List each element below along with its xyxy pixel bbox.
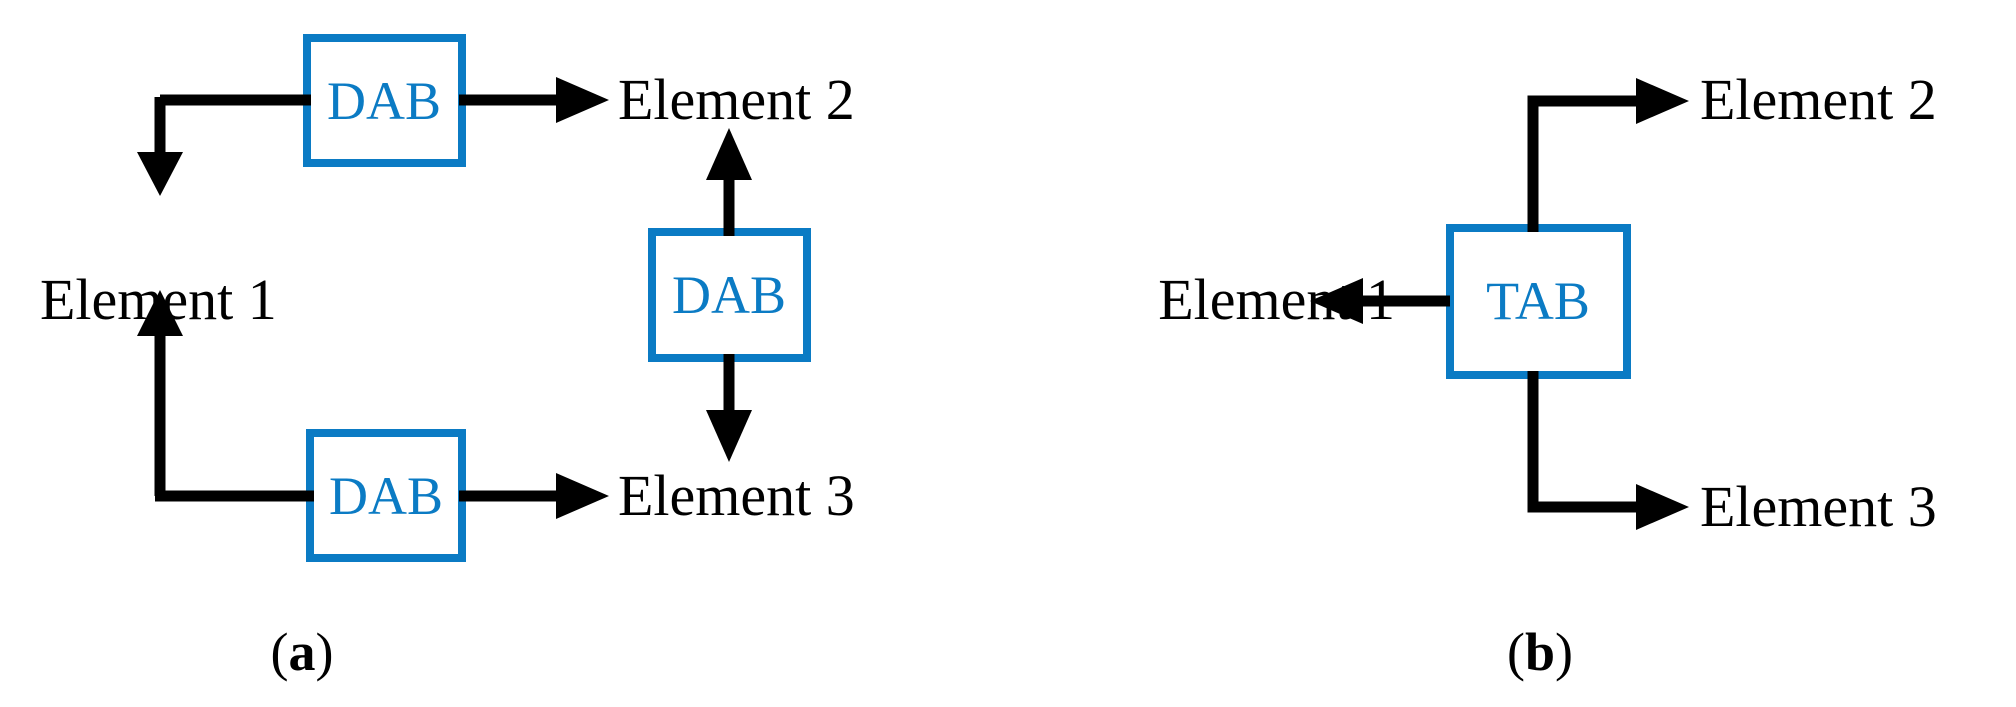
panel-a-element-3-label: Element 3 [618,463,855,528]
tab-box [1446,224,1631,379]
connector-bus-down-to-element1 [137,97,183,196]
panel-a-element-2-label: Element 2 [618,67,855,132]
panel-b-element-1-label: Element 1 [1158,267,1395,332]
dab-box-bottom [306,429,466,562]
connector-tab-to-element3 [1527,371,1689,530]
panel-a-element-1-label: Element 1 [40,267,277,332]
panel-b-caption-paren-close: ) [1555,622,1574,682]
panel-b-caption-paren-open: ( [1506,622,1525,682]
panel-a-caption-paren-close: ) [315,622,334,682]
panel-b-element-3-label: Element 3 [1700,474,1937,539]
connector-dab-middle-to-element2 [706,128,752,236]
panel-b-element-2-label: Element 2 [1700,67,1937,132]
tab-label: TAB [1486,271,1590,331]
connector-dab-top-to-element2 [459,77,609,123]
panel-a-caption-letter: a [288,622,316,682]
connector-bus-up-to-element1 [137,290,183,390]
dab-middle-label: DAB [671,265,787,325]
panel-b-caption: (b) [1507,625,1573,679]
connector-tab-to-element1 [1310,278,1450,324]
connector-dab-bottom-to-element3 [459,473,609,519]
panel-b-caption-letter: b [1524,622,1556,682]
dab-top-label: DAB [326,71,442,131]
connector-tab-to-element2 [1527,78,1689,232]
connector-dab-middle-to-element3 [706,354,752,462]
panel-a-caption-paren-open: ( [270,622,289,682]
dab-bottom-label: DAB [328,466,444,526]
connector-element1-to-dab-bottom [154,386,314,502]
panel-a-caption: (a) [271,625,334,679]
